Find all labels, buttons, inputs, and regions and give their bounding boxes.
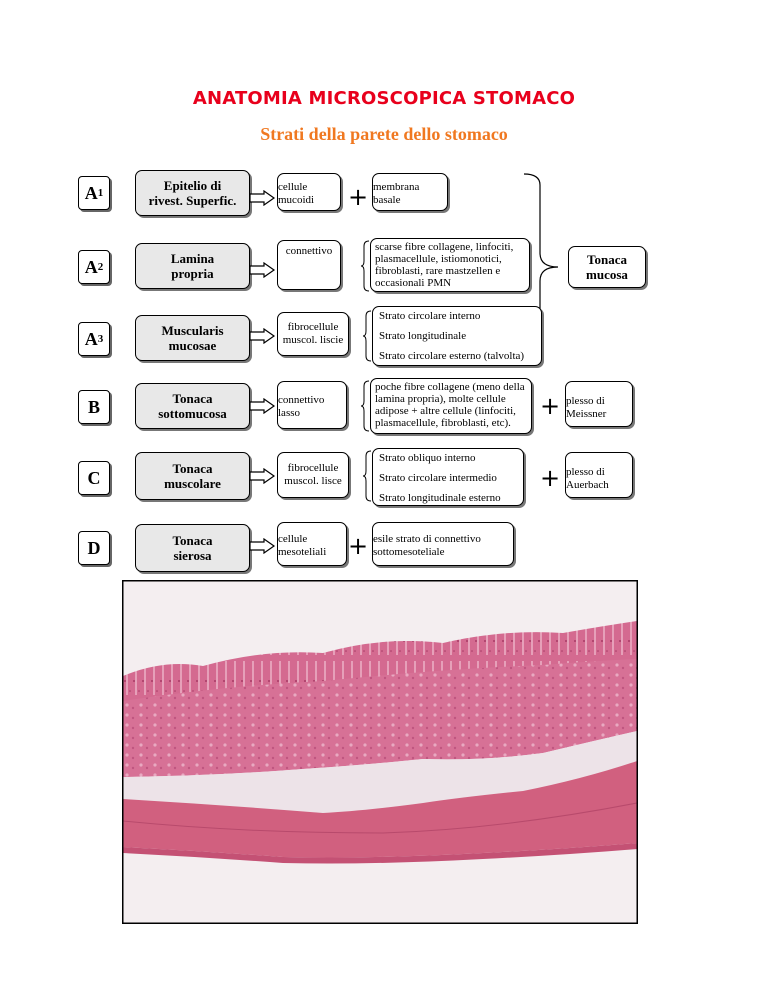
arrow-icon (248, 468, 276, 484)
list-item: Strato obliquo interno (379, 452, 476, 464)
list-item: Strato circolare intermedio (379, 472, 497, 484)
plus-icon: + (348, 183, 369, 211)
plus-icon: + (348, 532, 369, 560)
arrow-icon (248, 328, 276, 344)
row-b-desc: poche fibre collagene (meno della lamina… (370, 378, 532, 434)
row-d-tag: D (78, 531, 110, 565)
page-subtitle: Strati della parete dello stomaco (260, 124, 508, 144)
brace-icon (360, 240, 370, 297)
list-item: Strato circolare interno (379, 310, 481, 322)
brace-icon (362, 310, 372, 367)
row-a3-list: Strato circolare interno Strato longitud… (372, 306, 542, 366)
arrow-icon (248, 538, 276, 554)
row-a2-cell: connettivo (277, 240, 341, 290)
brace-icon (362, 450, 372, 507)
row-c-list: Strato obliquo interno Strato circolare … (372, 448, 524, 506)
plus-icon: + (540, 392, 561, 420)
histology-image (122, 580, 638, 924)
row-b-tag: B (78, 390, 110, 424)
list-item: Strato longitudinale (379, 330, 467, 342)
row-a2-desc: scarse fibre collagene, linfociti, plasm… (370, 238, 530, 292)
page-title: ANATOMIA MICROSCOPICA STOMACO (192, 88, 576, 109)
plus-icon: + (540, 464, 561, 492)
arrow-icon (248, 190, 276, 206)
arrow-icon (248, 262, 276, 278)
arrow-icon (248, 398, 276, 414)
row-c-tag: C (78, 461, 110, 495)
list-item: Strato circolare esterno (talvolta) (379, 350, 525, 362)
list-item: Strato longitudinale esterno (379, 492, 501, 504)
brace-icon (360, 380, 370, 437)
